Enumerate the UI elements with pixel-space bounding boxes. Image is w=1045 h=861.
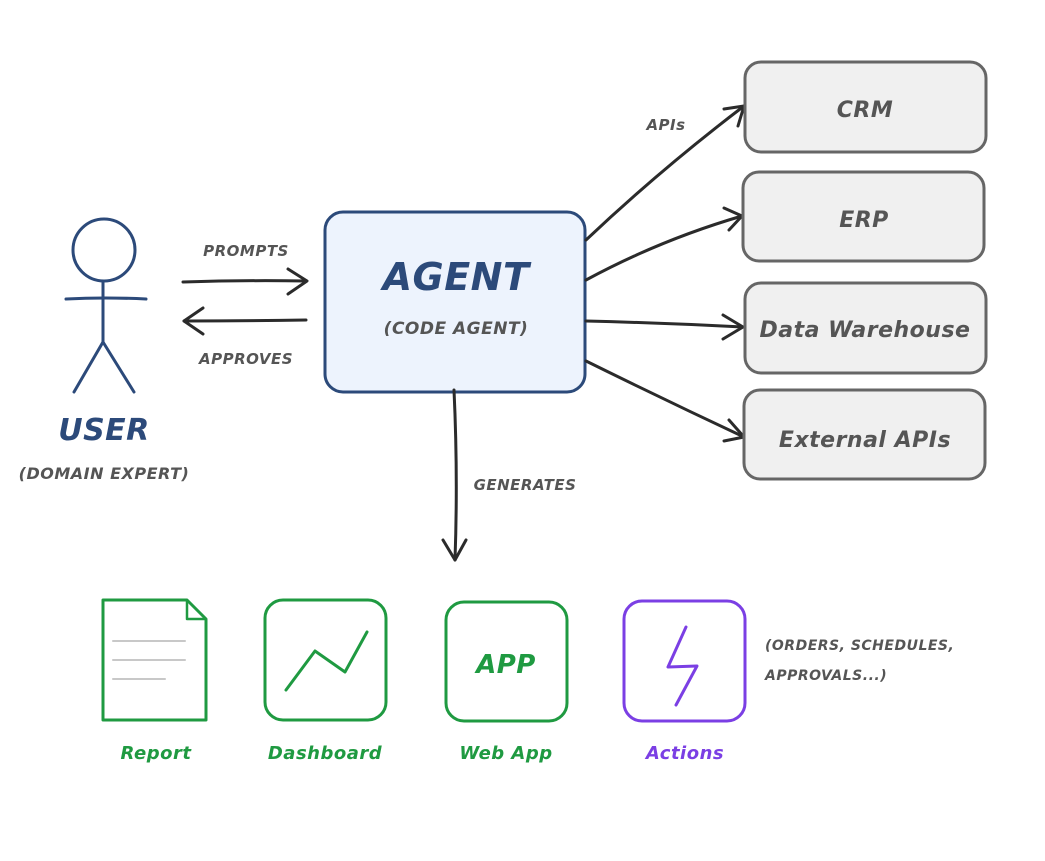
system-label-erp: ERP (839, 208, 889, 233)
approves-label: approves (198, 350, 293, 368)
output-label-web-app: Web App (459, 743, 552, 764)
apis-label: APIs (645, 116, 685, 134)
output-label-dashboard: Dashboard (268, 743, 383, 764)
arrow-to-external-apis (584, 359, 746, 443)
generates-label: generates (474, 476, 577, 494)
agent-box: AGENT (code agent) (323, 210, 587, 394)
system-box-crm: CRM (743, 60, 988, 154)
user-title: USER (58, 413, 150, 448)
output-report: Report (101, 598, 208, 764)
output-dashboard: Dashboard (263, 598, 388, 764)
output-label-report: Report (121, 743, 193, 764)
output-label-actions: Actions (644, 743, 724, 764)
app-icon: APP (474, 650, 536, 680)
generates-arrow (441, 388, 468, 562)
user-figure: USER (domain expert) (19, 217, 190, 483)
approves-arrow (182, 306, 308, 336)
user-stick-figure-icon (64, 217, 148, 394)
agent-subtitle: (code agent) (384, 319, 529, 339)
line-chart-icon (284, 630, 369, 692)
system-label-crm: CRM (837, 98, 893, 123)
system-label-data-warehouse: Data Warehouse (760, 318, 971, 343)
agent-to-systems-arrows (584, 104, 746, 443)
document-icon (101, 598, 208, 722)
system-box-erp: ERP (741, 170, 986, 263)
actions-note-line2: approvals...) (764, 668, 887, 684)
system-label-external-apis: External APIs (779, 428, 951, 453)
actions-note-line1: (orders, schedules, (765, 638, 954, 654)
lightning-bolt-icon (666, 625, 699, 707)
output-actions: Actions (622, 599, 747, 764)
prompts-label: prompts (203, 242, 289, 260)
agent-title: AGENT (380, 255, 532, 299)
user-subtitle: (domain expert) (19, 464, 190, 483)
system-box-external-apis: External APIs (742, 388, 987, 481)
arrow-to-data-warehouse (584, 313, 745, 341)
output-web-app: APP Web App (444, 600, 569, 764)
system-box-data-warehouse: Data Warehouse (743, 281, 988, 375)
prompts-arrow (181, 267, 309, 296)
